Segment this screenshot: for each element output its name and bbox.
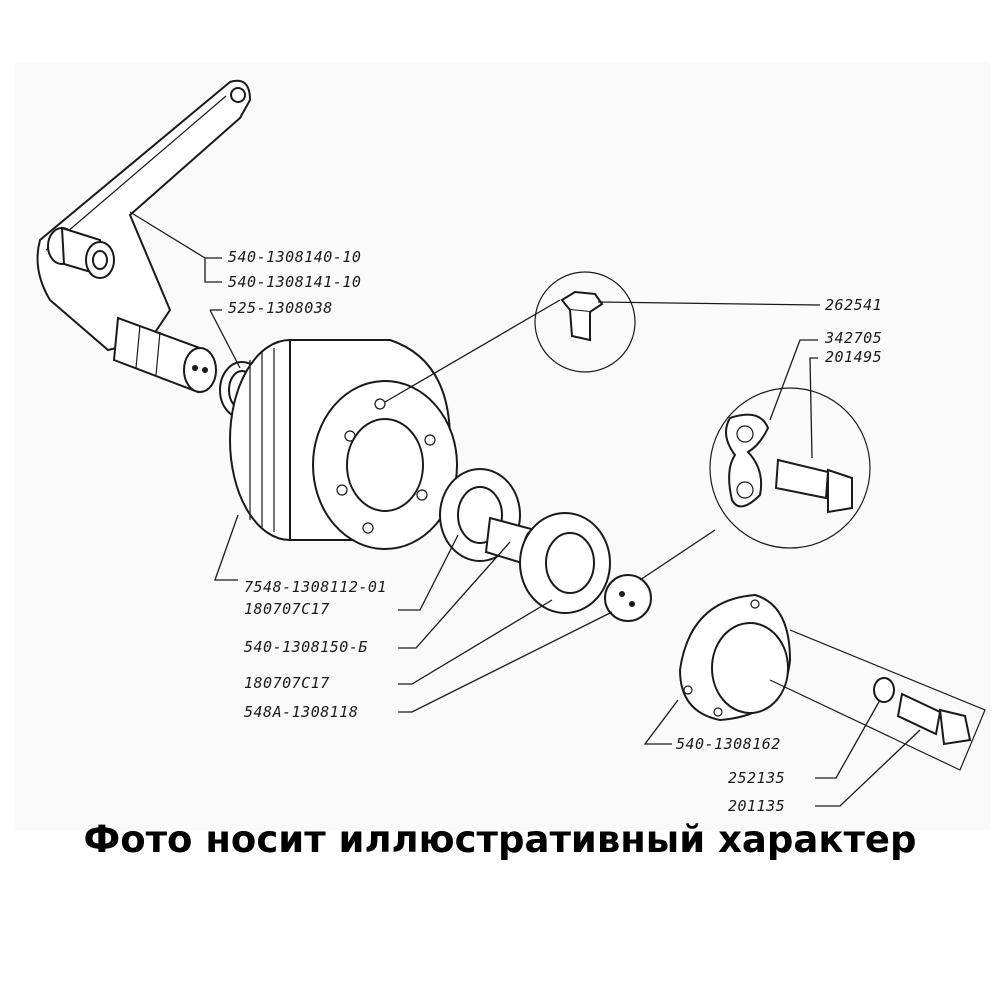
label-bearing-1: 180707С17 xyxy=(244,600,330,618)
label-bolt-1: 201495 xyxy=(825,348,882,366)
washer xyxy=(604,574,652,622)
label-bolt-2: 201135 xyxy=(728,797,785,815)
bearing-2 xyxy=(519,512,611,614)
label-washer: 548А-1308118 xyxy=(244,703,358,721)
label-sleeve: 540-1308150-Б xyxy=(244,638,368,656)
detail-lockwasher-bolt xyxy=(709,387,871,549)
diagram-background xyxy=(15,62,990,830)
label-washer-lock: 342705 xyxy=(824,329,882,347)
label-cap: 540-1308162 xyxy=(676,735,781,753)
label-lever-2: 540-1308141-10 xyxy=(228,273,361,291)
label-plug: 262541 xyxy=(825,296,882,314)
detail-plug xyxy=(534,271,636,373)
label-pulley: 7548-1308112-01 xyxy=(244,578,387,596)
illustrative-caption: Фото носит иллюстративный характер xyxy=(83,818,917,861)
label-lever-1: 540-1308140-10 xyxy=(228,248,361,266)
label-spacer: 525-1308038 xyxy=(228,299,333,317)
pulley xyxy=(229,339,458,550)
label-spring-washer: 252135 xyxy=(728,769,785,787)
lever-arm xyxy=(36,79,252,394)
cap xyxy=(678,593,792,722)
leader-lines xyxy=(129,211,921,807)
detail-springwasher-bolt xyxy=(769,629,986,771)
label-bearing-2: 180707С17 xyxy=(244,674,330,692)
